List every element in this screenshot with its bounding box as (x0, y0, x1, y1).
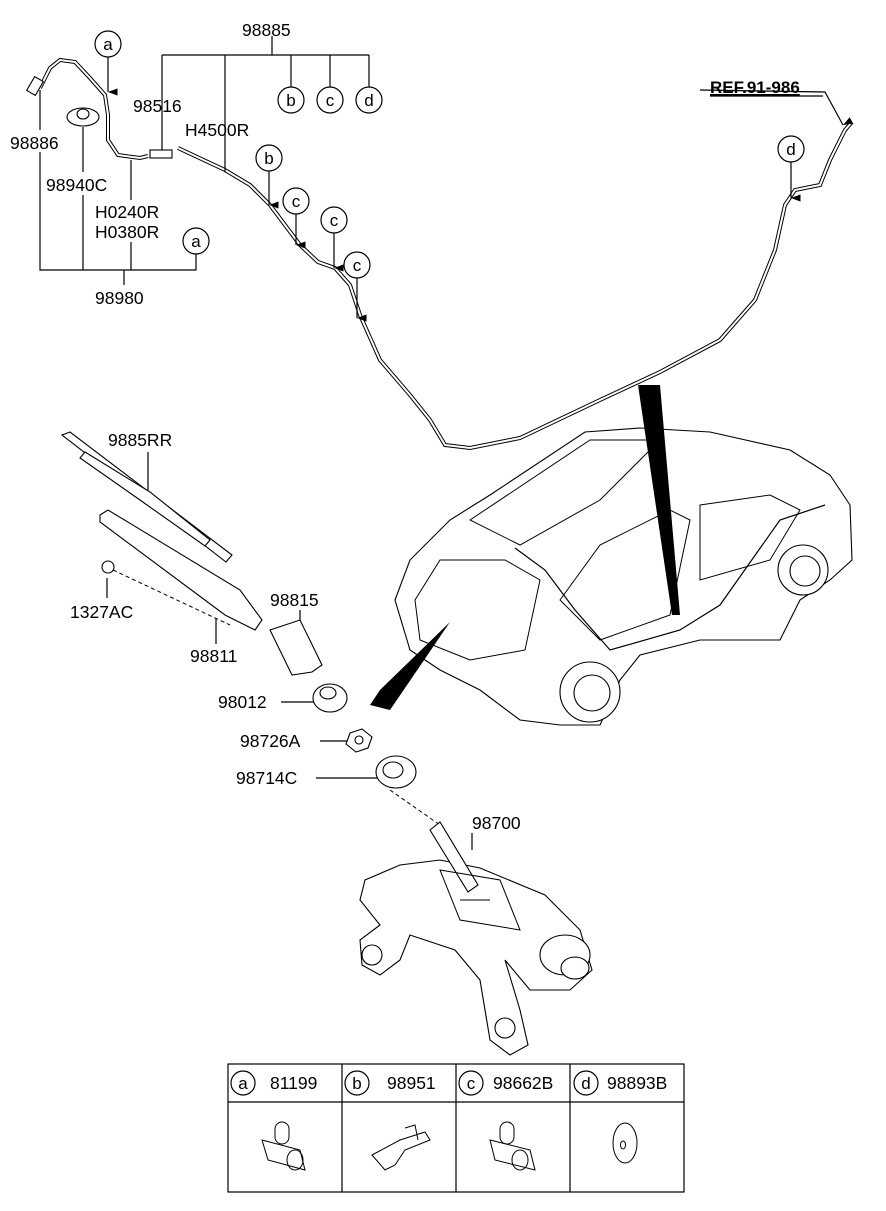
svg-text:98662B: 98662B (493, 1073, 553, 1093)
label-98811: 98811 (190, 646, 237, 666)
callouts: a b c d a b c c c d (94, 30, 805, 279)
callout-c: c (343, 251, 371, 279)
clip-81199-icon (261, 1121, 306, 1171)
label-98886: 98886 (10, 133, 59, 153)
legend-cell-b: b 98951 (344, 1070, 436, 1171)
label-98940C: 98940C (46, 175, 107, 195)
label-98726A: 98726A (240, 731, 301, 751)
svg-text:a: a (103, 35, 113, 54)
svg-text:98893B: 98893B (607, 1073, 667, 1093)
svg-text:b: b (286, 91, 295, 110)
label-H4500R: H4500R (185, 120, 249, 140)
svg-text:c: c (353, 256, 362, 275)
vehicle-illustration (370, 385, 853, 726)
nut-98726A (345, 728, 373, 753)
label-98714C: 98714C (236, 768, 297, 788)
grommet-98714C (375, 755, 417, 789)
routing-arrow (638, 385, 680, 615)
label-98516: 98516 (133, 96, 182, 116)
callout-a: a (94, 30, 122, 58)
svg-text:b: b (352, 1074, 361, 1093)
svg-text:c: c (467, 1074, 476, 1093)
label-H0240R: H0240R (95, 202, 159, 222)
wiper-motor-98700 (359, 821, 593, 1056)
seal-98012 (312, 683, 348, 713)
callout-a: a (182, 227, 210, 255)
label-98012: 98012 (218, 692, 267, 712)
legend-cell-a: a 81199 (230, 1070, 317, 1171)
washer-98893B-icon (612, 1122, 638, 1164)
callout-c: c (320, 206, 348, 234)
part-labels: 98885 98516 H4500R 98886 98940C H0240R H… (10, 20, 823, 833)
callout-b: b (277, 86, 305, 114)
svg-text:d: d (581, 1074, 590, 1093)
label-98815: 98815 (270, 590, 319, 610)
svg-text:d: d (786, 140, 795, 159)
svg-text:d: d (364, 91, 373, 110)
clip-98662B-icon (489, 1121, 536, 1171)
callout-b: b (255, 144, 283, 172)
leader-lines (39, 36, 854, 850)
callout-c: c (282, 187, 310, 215)
callout-c: c (316, 86, 344, 114)
svg-text:c: c (330, 211, 339, 230)
label-98885: 98885 (242, 20, 291, 40)
label-98700: 98700 (472, 813, 521, 833)
svg-text:a: a (191, 232, 201, 251)
cap-98815 (269, 619, 323, 676)
legend-cell-c: c 98662B (458, 1070, 553, 1171)
routing-arrow (370, 622, 450, 710)
washer-hose (25, 57, 854, 451)
clip-legend-table: a 81199 b 98951 c 98662B d 98893B (227, 1063, 685, 1193)
callout-d: d (777, 135, 805, 163)
connector-98516 (149, 149, 173, 159)
label-98980: 98980 (95, 288, 144, 308)
svg-text:a: a (238, 1074, 248, 1093)
svg-text:98951: 98951 (387, 1073, 436, 1093)
callout-d: d (355, 86, 383, 114)
clip-98951-icon (371, 1124, 431, 1171)
wiper-arm-98811 (99, 509, 263, 631)
ref-label[interactable]: REF.91-986 (710, 78, 800, 97)
label-9885RR: 9885RR (108, 430, 172, 450)
label-1327AC: 1327AC (70, 602, 133, 622)
svg-text:c: c (292, 192, 301, 211)
svg-text:c: c (326, 91, 335, 110)
legend-cell-d: d 98893B (573, 1070, 667, 1164)
svg-text:81199: 81199 (270, 1073, 317, 1093)
wiper-blade-9885RR (60, 431, 233, 563)
label-H0380R: H0380R (95, 222, 159, 242)
svg-text:b: b (264, 149, 273, 168)
